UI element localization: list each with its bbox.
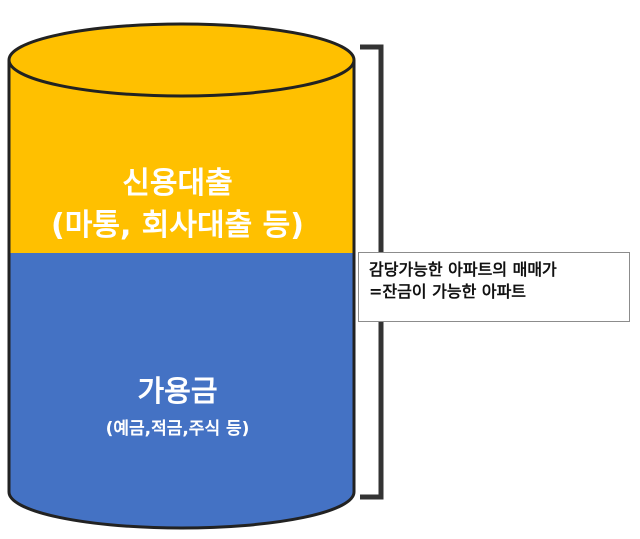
top-segment-body [9,60,354,253]
bottom-segment-title: 가용금 [137,374,218,408]
note-line-1: 감당가능한 아파트의 매매가 [369,260,557,279]
cylinder-top-outline [7,22,356,98]
note-box: 감당가능한 아파트의 매매가 =잔금이 가능한 아파트 [358,252,630,322]
bottom-segment-subtitle: (예금,적금,주식 등) [105,419,250,439]
bottom-segment-body [9,253,355,528]
top-segment-subtitle: (마통, 회사대출 등) [51,208,304,243]
note-line-2: =잔금이 가능한 아파트 [369,282,527,301]
top-segment-title: 신용대출 [122,166,233,201]
cylinder-outline [7,60,356,530]
cylinder-top-face [9,24,354,96]
